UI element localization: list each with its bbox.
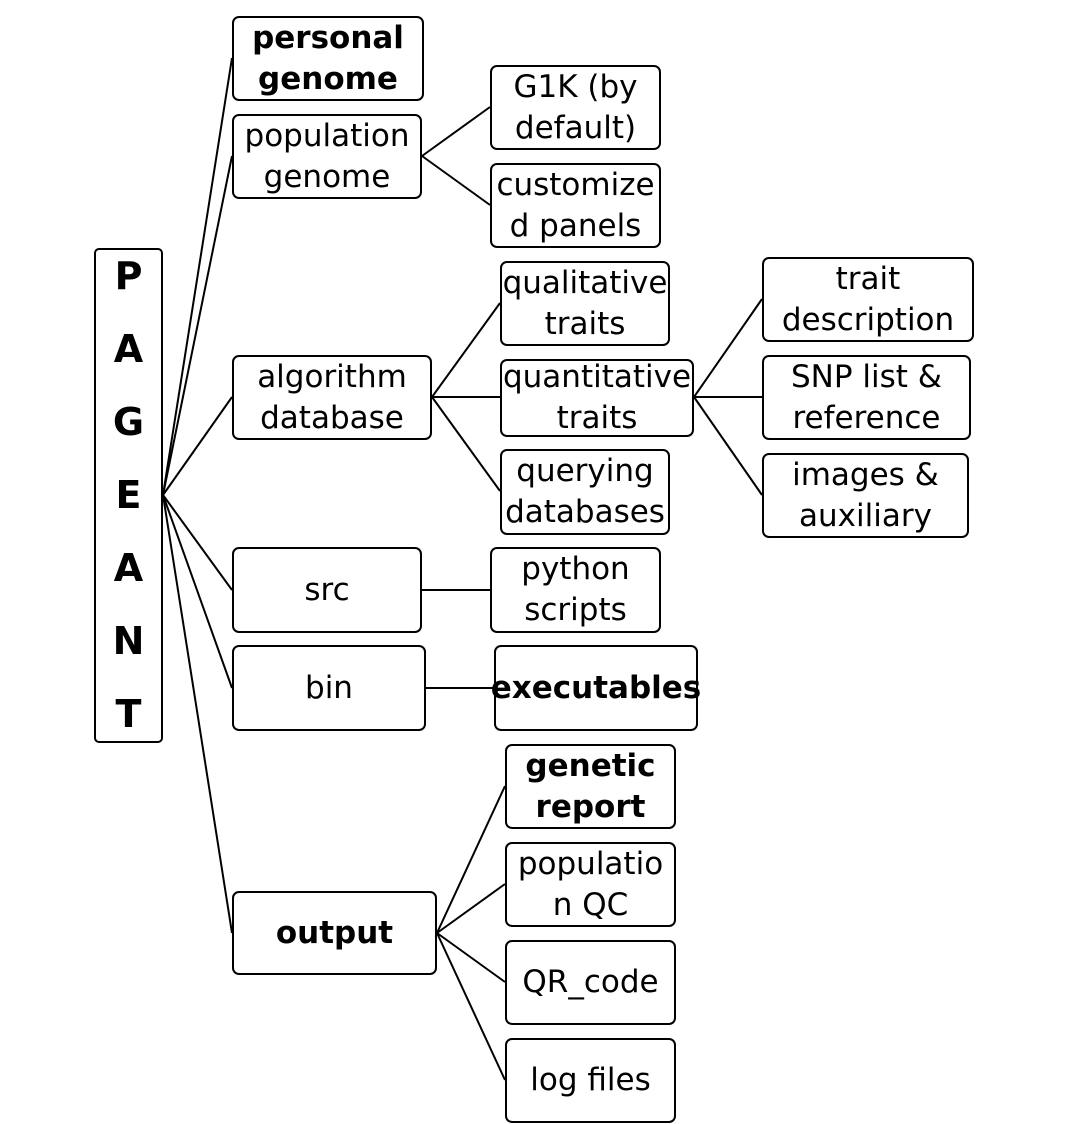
root-letter-6: N	[112, 619, 145, 663]
node-label: python scripts	[521, 551, 630, 628]
node-images-auxiliary: images & auxiliary	[762, 453, 969, 538]
node-label: genetic report	[525, 747, 656, 825]
node-label: src	[304, 571, 350, 608]
root-letter-4: E	[115, 473, 142, 517]
root-letter-1: P	[114, 254, 143, 298]
node-label: populatio n QC	[517, 845, 664, 923]
connector-quantitative-images	[693, 396, 763, 496]
node-src: src	[232, 547, 422, 633]
connector-population-customized	[421, 155, 491, 206]
connector-algorithm-qualitative	[431, 302, 501, 398]
node-output: output	[232, 891, 437, 975]
connector-population-g1k	[421, 106, 491, 157]
root-node-pageant: P A G E A N T	[94, 248, 163, 743]
node-personal-genome: personal genome	[232, 16, 424, 101]
node-label: personal genome	[252, 19, 404, 97]
node-label: SNP list & reference	[791, 358, 942, 436]
connector-root-output	[162, 494, 233, 934]
node-g1k: G1K (by default)	[490, 65, 661, 150]
node-label: bin	[305, 669, 353, 706]
connector-output-genetic-report	[436, 785, 506, 934]
connector-output-qr-code	[436, 932, 506, 983]
node-label: images & auxiliary	[792, 456, 939, 534]
connector-root-bin	[162, 494, 233, 689]
connector-algorithm-querying	[431, 396, 501, 492]
root-letter-3: G	[112, 400, 145, 444]
node-label: qualitative traits	[502, 264, 668, 342]
node-snp-list-reference: SNP list & reference	[762, 355, 971, 440]
root-letter-5: A	[113, 546, 144, 590]
node-querying-databases: querying databases	[500, 449, 670, 535]
connector-root-population-genome	[162, 155, 233, 496]
node-python-scripts: python scripts	[490, 547, 661, 633]
node-population-qc: populatio n QC	[505, 842, 676, 927]
node-algorithm-database: algorithm database	[232, 355, 432, 440]
connector-root-personal-genome	[162, 57, 233, 496]
node-label: algorithm database	[257, 358, 407, 436]
node-label: executables	[490, 669, 702, 706]
node-label: G1K (by default)	[513, 68, 638, 146]
node-bin: bin	[232, 645, 426, 731]
node-label: customize d panels	[496, 166, 655, 244]
root-letter-7: T	[115, 692, 142, 736]
node-qr-code: QR_code	[505, 940, 676, 1025]
node-genetic-report: genetic report	[505, 744, 676, 829]
node-label: output	[275, 914, 394, 951]
node-customized-panels: customize d panels	[490, 163, 661, 248]
node-quantitative-traits: quantitative traits	[500, 359, 694, 437]
node-qualitative-traits: qualitative traits	[500, 261, 670, 346]
node-population-genome: population genome	[232, 114, 422, 199]
node-label: QR_code	[522, 964, 659, 1000]
node-trait-description: trait description	[762, 257, 974, 342]
node-executables: executables	[491, 645, 701, 731]
node-label: querying databases	[505, 453, 665, 530]
connector-output-population-qc	[436, 883, 506, 934]
node-label: quantitative traits	[502, 359, 692, 436]
connector-output-log-files	[436, 932, 506, 1081]
node-log-files: log files	[505, 1038, 676, 1123]
node-label: log files	[530, 1062, 651, 1098]
connector-quantitative-trait-description	[693, 298, 763, 398]
root-letter-2: A	[113, 327, 144, 371]
connector-root-algorithm-database	[162, 396, 233, 496]
connector-root-src	[162, 494, 233, 591]
node-label: population genome	[244, 117, 410, 195]
node-label: trait description	[781, 260, 955, 338]
